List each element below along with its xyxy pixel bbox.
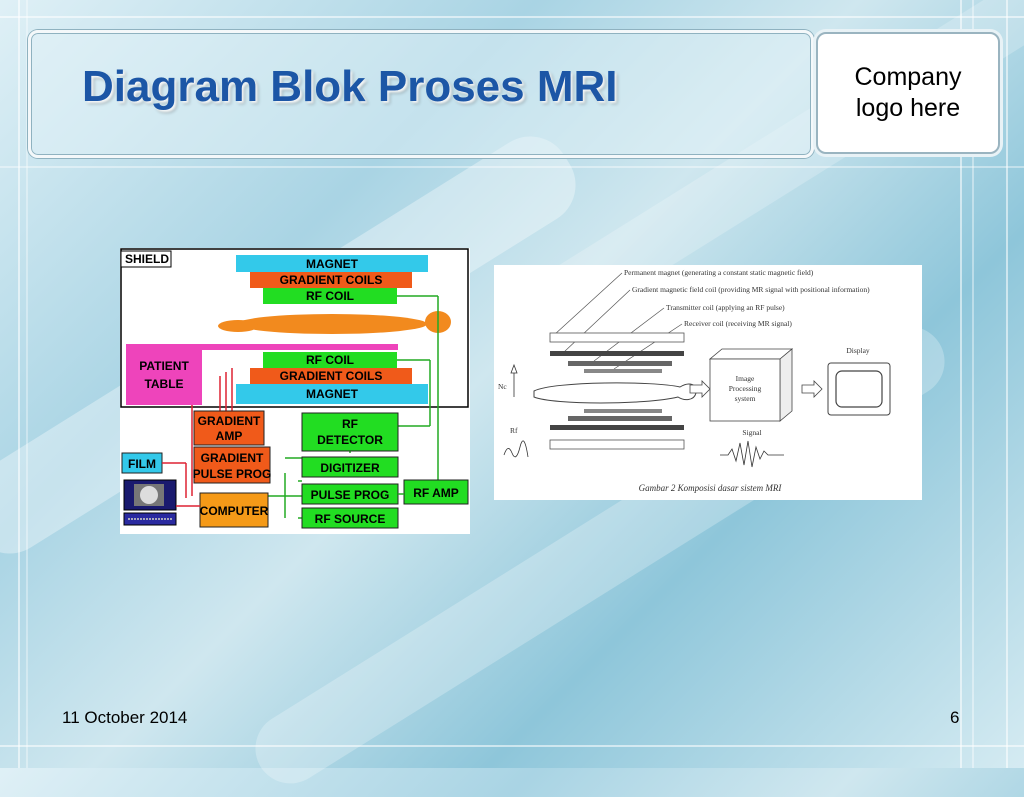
- patient-body: [533, 382, 697, 404]
- slide-title: Diagram Blok Proses MRI: [82, 62, 618, 111]
- film-label: FILM: [128, 457, 156, 471]
- logo-text-line1: Company: [854, 62, 962, 91]
- patient-silhouette: [218, 311, 451, 334]
- figure-caption: Gambar 2 Komposisi dasar sistem MRI: [639, 483, 783, 493]
- label-gradient-coil: Gradient magnetic field coil (providing …: [632, 285, 870, 294]
- patient-table-line2: TABLE: [144, 377, 183, 391]
- gradient-coils-bottom: GRADIENT COILS: [280, 369, 383, 383]
- box-line3: system: [735, 394, 756, 403]
- image-processing-box: [708, 348, 794, 422]
- digitizer-label: DIGITIZER: [320, 461, 380, 475]
- gradient-amp-line1: GRADIENT: [198, 414, 261, 428]
- rf-amp-label: RF AMP: [413, 486, 459, 500]
- page-number: 6: [950, 708, 960, 727]
- rf-coil-top: RF COIL: [306, 289, 354, 303]
- computer-label: COMPUTER: [200, 504, 269, 518]
- label-display: Display: [846, 346, 870, 355]
- mri-composition-diagram: Permanent magnet (generating a constant …: [494, 265, 922, 500]
- display-icon: [827, 362, 891, 416]
- magnet-top: MAGNET: [306, 257, 359, 271]
- patient-table-line1: PATIENT: [139, 359, 189, 373]
- box-line2: Processing: [729, 384, 762, 393]
- box-line1: Image: [736, 374, 755, 383]
- rf-coil-bottom: RF COIL: [306, 353, 354, 367]
- logo-text: Company logo here: [855, 62, 962, 125]
- footer-date: 11 October 2014: [62, 708, 188, 727]
- rf-detector-line2: DETECTOR: [317, 433, 383, 447]
- label-permanent-magnet: Permanent magnet (generating a constant …: [624, 268, 814, 277]
- rf-source-label: RF SOURCE: [315, 512, 386, 526]
- title-frame: [28, 30, 814, 158]
- pulse-prog-label: PULSE PROG: [311, 488, 390, 502]
- label-rf: Rf: [510, 426, 518, 435]
- gradient-pulse-line1: GRADIENT: [201, 451, 264, 465]
- label-nc: Nc: [498, 382, 507, 391]
- label-receiver-coil: Receiver coil (receiving MR signal): [684, 319, 792, 328]
- gradient-coils-top: GRADIENT COILS: [280, 273, 383, 287]
- label-transmitter-coil: Transmitter coil (applying an RF pulse): [666, 303, 785, 312]
- shield-label: SHIELD: [125, 252, 169, 266]
- company-logo-placeholder: Company logo here: [816, 32, 1000, 154]
- label-signal: Signal: [742, 428, 761, 437]
- gradient-amp-line2: AMP: [216, 429, 243, 443]
- magnet-bottom: MAGNET: [306, 387, 359, 401]
- monitor-icon: [123, 479, 177, 526]
- gradient-pulse-line2: PULSE PROG: [193, 467, 272, 481]
- mri-block-diagram: SHIELD MAGNET GRADIENT COILS RF COIL RF …: [120, 248, 470, 534]
- logo-text-line2: logo here: [855, 94, 961, 122]
- rf-detector-line1: RF: [342, 417, 358, 431]
